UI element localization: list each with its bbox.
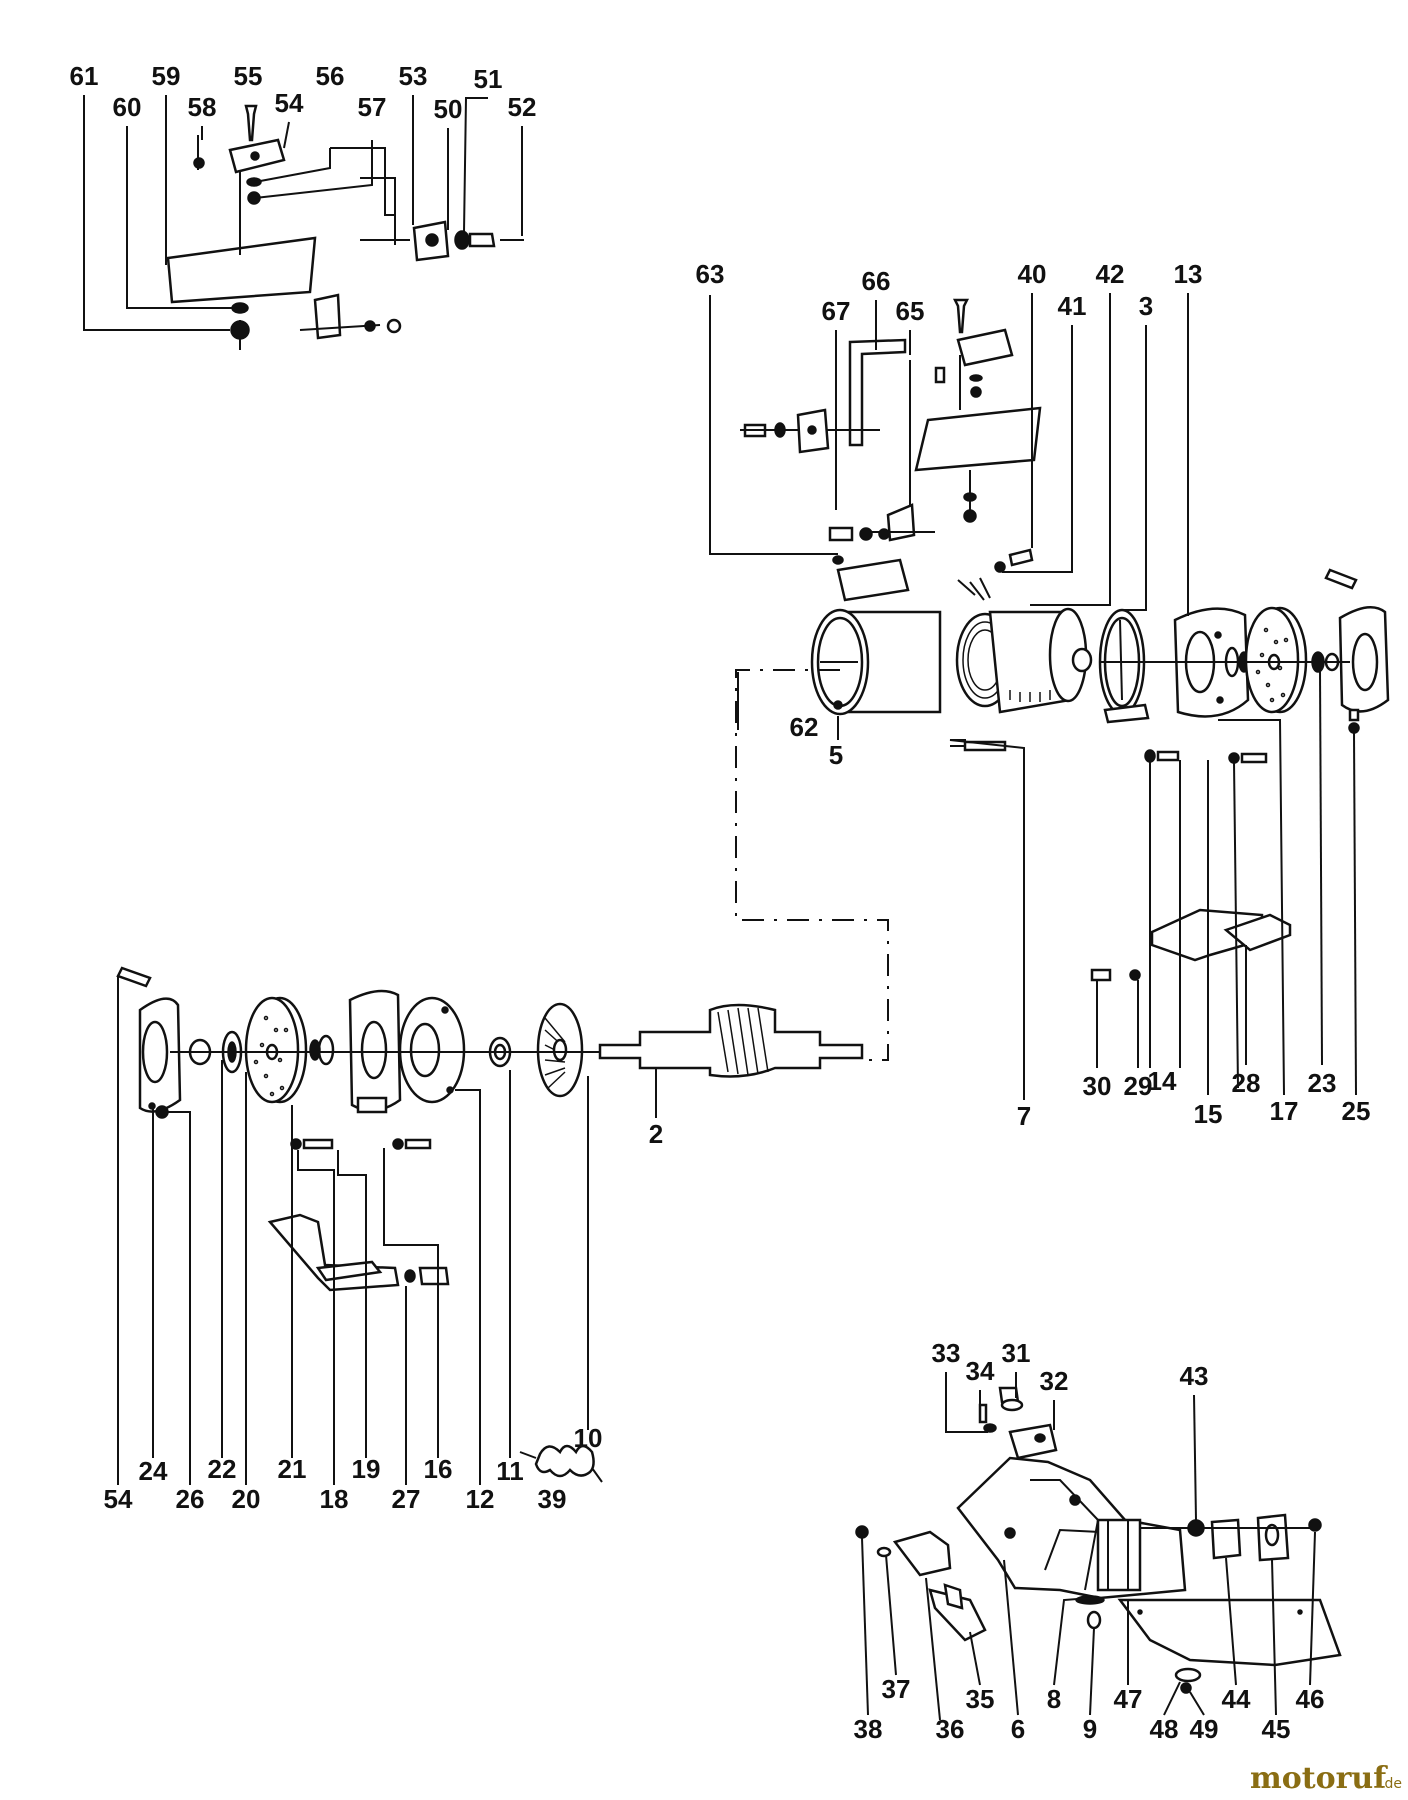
callout-55: 55	[234, 61, 263, 91]
callout-26: 26	[176, 1484, 205, 1514]
callout-3: 3	[1139, 291, 1153, 321]
callout-20: 20	[232, 1484, 261, 1514]
callout-40: 40	[1018, 259, 1047, 289]
callout-17: 17	[1270, 1096, 1299, 1126]
callout-25: 25	[1342, 1096, 1371, 1126]
callout-57: 57	[358, 92, 387, 122]
callout-53: 53	[399, 61, 428, 91]
callout-61: 61	[70, 61, 99, 91]
base-assembly	[855, 1372, 1342, 1721]
callout-63: 63	[696, 259, 725, 289]
callout-44: 44	[1222, 1684, 1251, 1714]
callout-38: 38	[854, 1714, 883, 1744]
watermark-logo: motoruf	[1250, 1761, 1388, 1796]
callout-12: 12	[466, 1484, 495, 1514]
callout-6: 6	[1011, 1714, 1025, 1744]
eye-shield-assembly-left	[166, 104, 524, 350]
callout-65: 65	[896, 296, 925, 326]
callout-34: 34	[966, 1356, 995, 1386]
callout-54: 54	[104, 1484, 133, 1514]
callout-19: 19	[352, 1454, 381, 1484]
callout-9: 9	[1083, 1714, 1097, 1744]
callout-13: 13	[1174, 259, 1203, 289]
callout-18: 18	[320, 1484, 349, 1514]
watermark: motoruf .de	[1250, 1761, 1402, 1796]
callout-54: 54	[275, 88, 304, 118]
callout-37: 37	[882, 1674, 911, 1704]
callout-23: 23	[1308, 1068, 1337, 1098]
callout-24: 24	[139, 1456, 168, 1486]
callout-32: 32	[1040, 1366, 1069, 1396]
connection-line	[735, 669, 889, 1061]
callout-46: 46	[1296, 1684, 1325, 1714]
callout-16: 16	[424, 1454, 453, 1484]
callout-11: 11	[496, 1456, 524, 1486]
callout-66: 66	[862, 266, 891, 296]
callout-31: 31	[1002, 1338, 1031, 1368]
eye-shield-assembly-right	[740, 298, 1042, 573]
motor-housing-assembly	[709, 293, 1390, 1100]
armature-left-wheel-assembly	[116, 966, 864, 1485]
callout-67: 67	[822, 296, 851, 326]
callout-15: 15	[1194, 1099, 1223, 1129]
callout-50: 50	[434, 94, 463, 124]
callout-28: 28	[1232, 1068, 1261, 1098]
callout-42: 42	[1096, 259, 1125, 289]
callout-58: 58	[188, 92, 217, 122]
callout-39: 39	[538, 1484, 567, 1514]
callout-62: 62	[790, 712, 819, 742]
callout-30: 30	[1083, 1071, 1112, 1101]
callout-2: 2	[649, 1119, 663, 1149]
callout-48: 48	[1150, 1714, 1179, 1744]
callout-47: 47	[1114, 1684, 1143, 1714]
callout-8: 8	[1047, 1684, 1061, 1714]
callout-59: 59	[152, 61, 181, 91]
callout-21: 21	[278, 1454, 307, 1484]
callout-14: 14	[1148, 1066, 1177, 1096]
callout-51: 51	[474, 64, 503, 94]
callout-43: 43	[1180, 1361, 1209, 1391]
callout-52: 52	[508, 92, 537, 122]
callout-36: 36	[936, 1714, 965, 1744]
callout-7: 7	[1017, 1101, 1031, 1131]
callout-22: 22	[208, 1454, 237, 1484]
callout-45: 45	[1262, 1714, 1291, 1744]
callout-5: 5	[829, 740, 843, 770]
callout-56: 56	[316, 61, 345, 91]
callout-49: 49	[1190, 1714, 1219, 1744]
callout-35: 35	[966, 1684, 995, 1714]
callout-29: 29	[1124, 1071, 1153, 1101]
callout-27: 27	[392, 1484, 421, 1514]
callout-41: 41	[1058, 291, 1087, 321]
callout-60: 60	[113, 92, 142, 122]
top-left-leaders	[83, 95, 523, 331]
callout-33: 33	[932, 1338, 961, 1368]
watermark-suffix: .de	[1380, 1776, 1402, 1792]
callout-10: 10	[574, 1423, 603, 1453]
